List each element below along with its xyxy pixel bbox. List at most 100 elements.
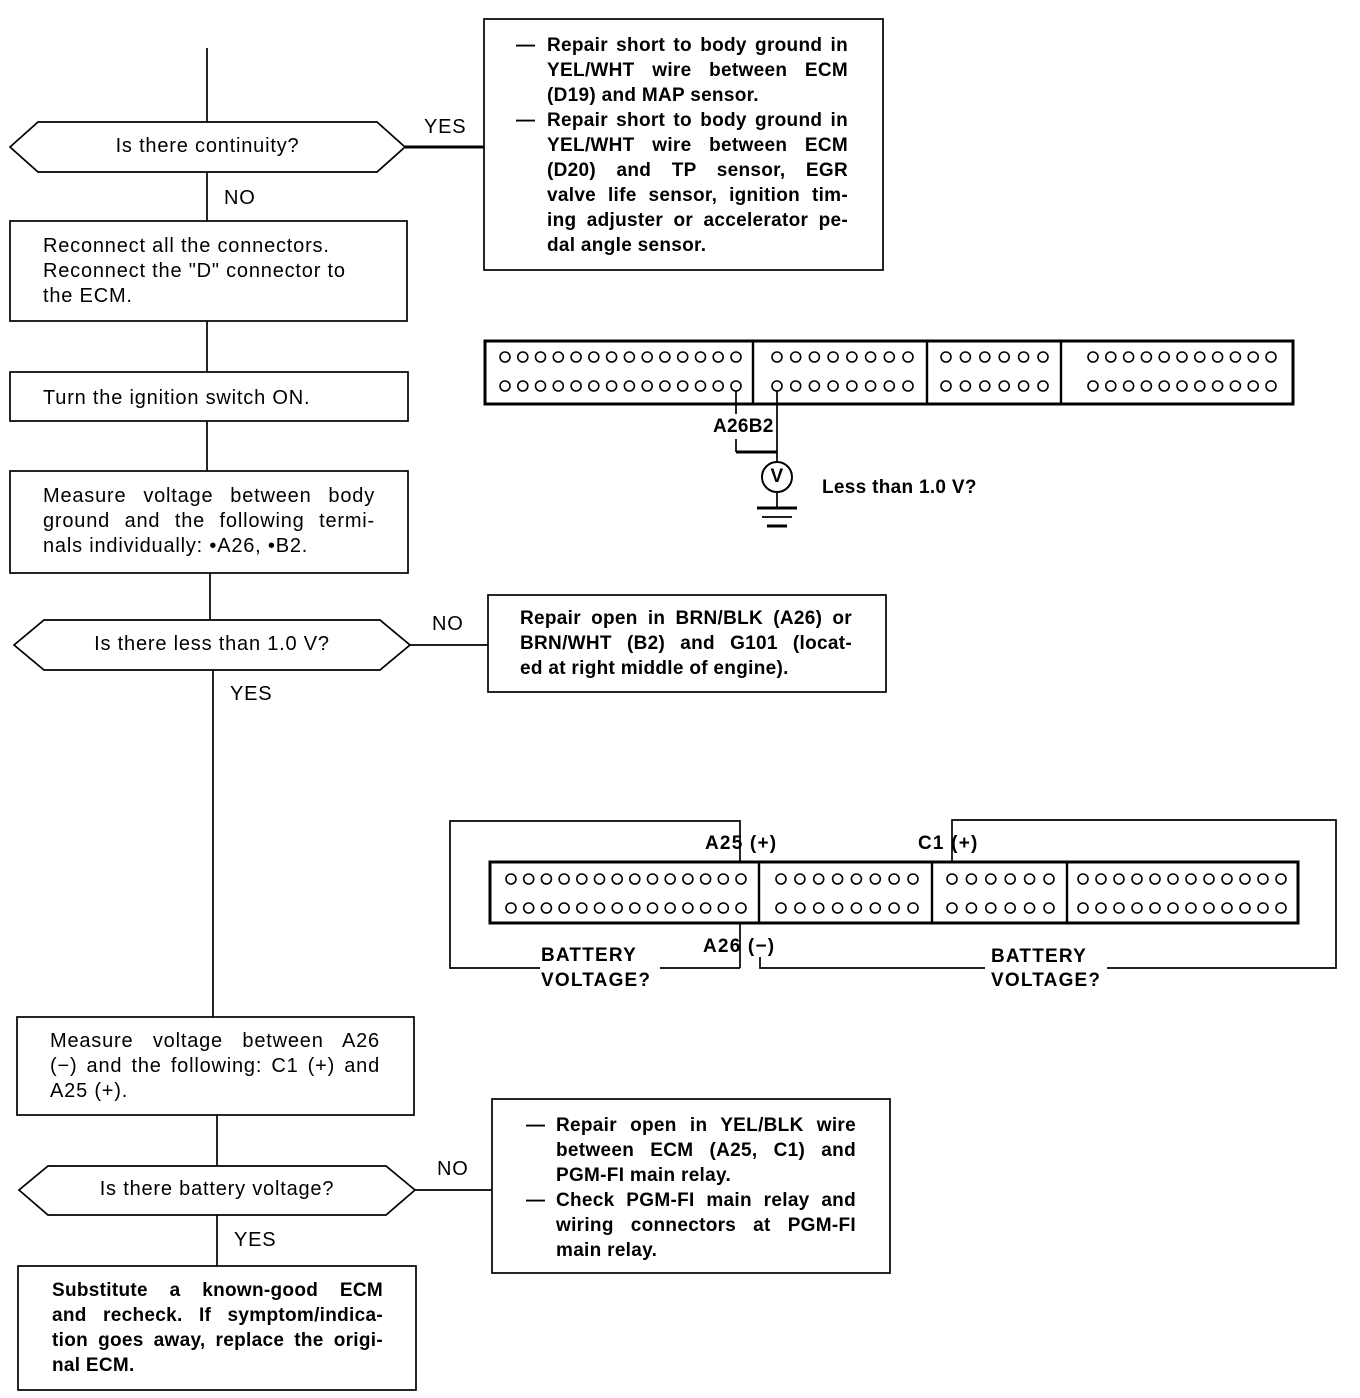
decision-continuity-text: Is there continuity? <box>115 135 300 157</box>
connector-pin <box>611 873 624 885</box>
connector-pin <box>850 902 863 914</box>
connector-pin <box>1023 902 1036 914</box>
connector-pin <box>1037 380 1049 392</box>
voltmeter-label: V <box>770 466 784 487</box>
connector-pin <box>965 873 978 885</box>
connector-pin <box>499 380 511 392</box>
connector-pin <box>735 873 747 885</box>
connector-pin <box>1203 873 1215 885</box>
connector-pin <box>505 902 517 914</box>
battery-voltage-check-left: BATTERY <box>541 945 638 966</box>
connector-pin <box>540 902 553 914</box>
outcome-open-power-item-2: Check PGM-FI main relay and wiring conne… <box>556 1188 856 1263</box>
text-line: Measure voltage between A26 <box>50 1030 380 1052</box>
outcome-box-short-to-ground <box>483 18 884 271</box>
connector-pin <box>789 380 802 392</box>
connector-pin <box>623 351 636 363</box>
connector-pin <box>552 351 565 363</box>
connector-pin <box>1247 380 1259 392</box>
connector-pin <box>699 902 712 914</box>
connector-pin <box>1140 351 1153 363</box>
connector-pin <box>593 902 606 914</box>
text-line: nals individually: •A26, •B2. <box>43 535 309 557</box>
connector-pin <box>1037 351 1049 363</box>
connector-pin <box>888 873 900 885</box>
yes-label: YES <box>234 1229 277 1251</box>
text-line: dal angle sensor. <box>547 235 707 256</box>
connector-pin <box>1185 902 1197 914</box>
meter-lead-c1-loop <box>951 819 1337 969</box>
connector-pin <box>605 380 618 392</box>
text-line: wiring connectors at PGM-FI <box>556 1215 856 1236</box>
connector-pin <box>1004 873 1017 885</box>
connector-pin <box>946 902 958 914</box>
outcome-open-ground-text: Repair open in BRN/BLK (A26) or BRN/WHT … <box>520 606 852 681</box>
text-line: Repair open in BRN/BLK (A26) or <box>520 608 852 629</box>
connector-pin <box>907 873 919 885</box>
connector-pin <box>775 902 787 914</box>
connector-pin <box>1194 380 1206 392</box>
meter-lead-a25-loop <box>449 820 741 969</box>
connector-pin <box>864 380 877 392</box>
pin-label-a26: A26 (−) <box>703 936 776 957</box>
outcome-open-power-item-1: Repair open in YEL/BLK wire between ECM … <box>556 1113 856 1188</box>
ecm-connector-battery-test <box>488 860 1300 925</box>
connector-pin <box>1275 873 1287 885</box>
text-line: valve life sensor, ignition tim- <box>547 185 848 206</box>
connector-pin <box>558 873 570 885</box>
connector-pin <box>1275 902 1287 914</box>
ecm-connector-ground-test <box>483 339 1295 406</box>
connector-pin <box>959 380 972 392</box>
connector-pin <box>587 380 600 392</box>
connector-pin <box>516 351 529 363</box>
connector-pin <box>1122 351 1135 363</box>
connector-pin <box>907 902 919 914</box>
battery-voltage-check-right: VOLTAGE? <box>991 970 1102 991</box>
connector-pin <box>1185 873 1197 885</box>
yes-label: YES <box>424 116 467 138</box>
connector-pin <box>676 380 689 392</box>
connector-pin <box>1265 380 1277 392</box>
connector-pin <box>623 380 636 392</box>
connector-pin <box>570 380 582 392</box>
connector-pin <box>831 873 844 885</box>
connector-pin <box>846 351 858 363</box>
connector-pin <box>846 380 858 392</box>
connector-pin <box>694 351 707 363</box>
connector-pin <box>664 902 677 914</box>
connector-pin <box>1221 902 1233 914</box>
connector-pin <box>775 873 787 885</box>
connector-pin <box>1095 873 1107 885</box>
connector-pin <box>522 902 535 914</box>
connector-pin <box>570 351 582 363</box>
no-label: NO <box>224 187 256 209</box>
connector-pin <box>998 351 1011 363</box>
text-line: the ECM. <box>43 285 133 307</box>
connector-pin <box>1265 351 1277 363</box>
decision-battery-text: Is there battery voltage? <box>99 1178 335 1200</box>
connector-pin <box>641 351 654 363</box>
connector-pin <box>575 902 588 914</box>
battery-voltage-check-left: VOLTAGE? <box>541 970 652 991</box>
connector-pin <box>628 902 641 914</box>
meter-lead-c1-loop <box>759 957 985 969</box>
pin-label-a25: A25 (+) <box>705 833 778 854</box>
text-line: BRN/WHT (B2) and G101 (locat- <box>520 633 852 654</box>
connector-pin <box>1194 351 1206 363</box>
connector-pin <box>888 902 900 914</box>
connector-pin <box>682 873 694 885</box>
connector-pin <box>1004 902 1017 914</box>
text-line: Repair short to body ground in <box>547 35 848 56</box>
connector-pin <box>730 380 742 392</box>
step-box-measure-a26 <box>16 1016 415 1116</box>
yes-label: YES <box>230 683 273 705</box>
connector-pin <box>558 902 570 914</box>
connector-pin <box>694 380 707 392</box>
outcome-box-open-power <box>491 1098 891 1274</box>
connector-pin <box>1211 351 1224 363</box>
text-line: YEL/WHT wire between ECM <box>547 135 848 156</box>
connector-pin <box>827 380 839 392</box>
bullet-dash: — <box>526 1190 546 1211</box>
connector-pin <box>1221 873 1233 885</box>
connector-pin <box>978 380 991 392</box>
